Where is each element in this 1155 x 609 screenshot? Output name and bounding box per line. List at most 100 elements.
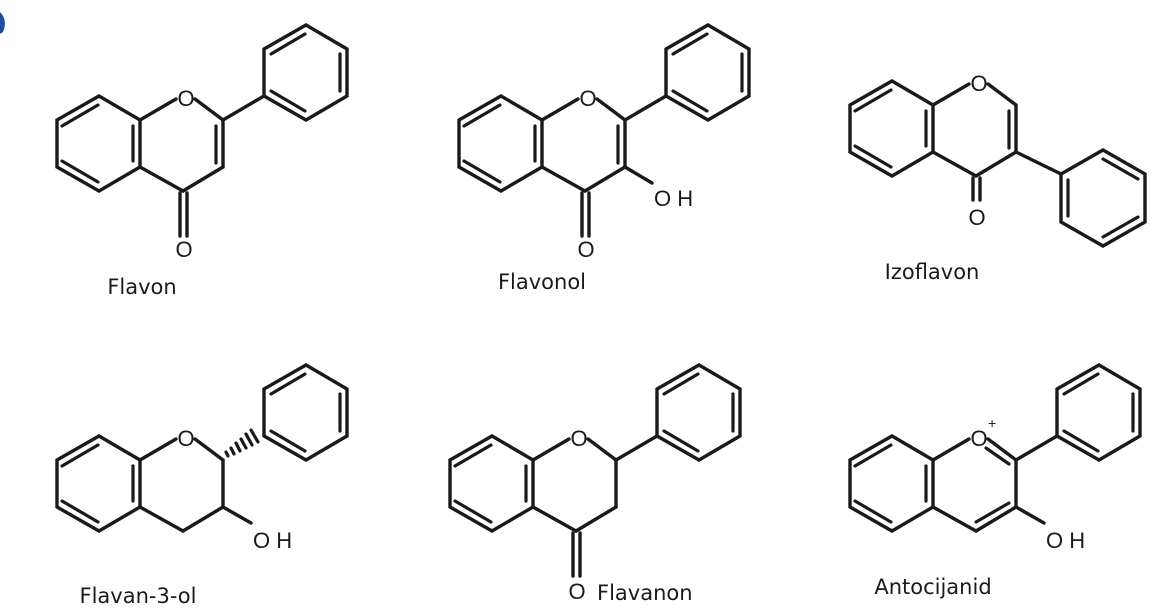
flavon-phenyl-ring [262, 23, 349, 122]
flavon-phenyl-double [269, 89, 307, 113]
structure-flavon: O O Flavon [55, 23, 349, 299]
structure-izoflavon: O O Izoflavon [848, 71, 1147, 284]
flavonol-bond [595, 97, 627, 122]
structure-flavan-3-ol: O O H Flavan-3-ol [55, 363, 349, 608]
izoflavon-bond [1014, 150, 1063, 176]
flavan3ol-bond [193, 437, 225, 462]
antocijanid-benzo-double-1 [853, 443, 893, 468]
antocijanid-benzo-ring [848, 434, 935, 533]
flavon-benzo-double-1 [60, 103, 100, 128]
antocijanid-phenyl-double [1062, 429, 1100, 453]
flavonol-hydroxyl-label: O H [654, 186, 693, 211]
structure-flavanon: O O Flavanon [448, 363, 742, 605]
flavanon-benzo-double-2 [453, 499, 493, 524]
flavanon-bond [574, 505, 618, 533]
flavonol-hydroxyl-bond [623, 165, 654, 185]
flavanon-bond [586, 437, 618, 462]
antocijanid-bond [986, 437, 1018, 462]
antocijanid-name: Antocijanid [874, 575, 991, 599]
flavan3ol-phenyl-double [269, 372, 307, 396]
izoflavon-benzo-double-2 [853, 144, 893, 169]
flavanon-phenyl-double [662, 429, 700, 453]
flavon-bond [221, 94, 266, 122]
flavonol-phenyl-double [671, 32, 709, 56]
flavanon-benzo-double-1 [453, 443, 493, 468]
antocijanid-bond-double [984, 446, 1011, 466]
izoflavon-oxygen-label: O [970, 71, 987, 96]
antocijanid-phenyl-double [1062, 372, 1100, 396]
flavonol-bond [540, 165, 587, 193]
flavanon-bond [531, 437, 571, 462]
antocijanid-phenyl-ring [1055, 363, 1142, 462]
flavon-oxygen-label: O [177, 86, 194, 111]
flavanon-benzo-ring [448, 434, 535, 533]
flavan3ol-hydroxyl-bond [221, 505, 253, 525]
flavon-carbonyl-oxygen-label: O [175, 237, 192, 262]
flavan3ol-oxygen-label: O [177, 426, 194, 451]
antocijanid-bond [974, 505, 1018, 533]
flavonol-bond [623, 94, 668, 122]
izoflavon-bond [931, 82, 971, 107]
izoflavon-phenyl-double [1101, 157, 1140, 181]
flavon-bond [138, 97, 178, 122]
antocijanid-bond [931, 437, 971, 462]
flavanon-phenyl-double [662, 372, 700, 396]
antocijanid-charge-label: + [988, 415, 996, 431]
flavonol-benzo-ring [457, 94, 544, 193]
izoflavon-carbonyl-oxygen-label: O [968, 205, 985, 230]
antocijanid-oxygen-label: O [970, 426, 987, 451]
flavon-bond [181, 165, 225, 193]
antocijanid-bond [931, 505, 978, 533]
flavanon-bond [531, 505, 578, 533]
flavonol-phenyl-double [671, 89, 709, 113]
izoflavon-benzo-ring [848, 79, 935, 178]
structure-antocijanid: O + O H Antocijanid [848, 363, 1142, 599]
flavon-phenyl-double [269, 32, 307, 56]
flavan3ol-name: Flavan-3-ol [80, 584, 197, 608]
structure-flavonol: O O O H Flavonol [457, 23, 751, 294]
flavan3ol-bond [138, 505, 185, 533]
izoflavon-phenyl-ring [1059, 148, 1147, 248]
flavonol-oxygen-label: O [579, 86, 596, 111]
izoflavon-name: Izoflavon [885, 260, 980, 284]
flavon-bond [138, 165, 185, 193]
antocijanid-bond [1014, 434, 1059, 462]
flavonol-name: Flavonol [498, 270, 586, 294]
flavanon-oxygen-label: O [570, 426, 587, 451]
flavan3ol-bond [138, 437, 178, 462]
flavonol-benzo-double-2 [462, 159, 502, 184]
flavanon-bond [614, 434, 659, 462]
izoflavon-bond [986, 82, 1018, 107]
izoflavon-benzo-double-1 [853, 88, 893, 113]
flavan3ol-benzo-ring [55, 434, 142, 533]
flavan3ol-benzo-double-2 [60, 499, 100, 524]
izoflavon-phenyl-double [1101, 215, 1140, 239]
flavon-benzo-ring [55, 94, 142, 193]
antocijanid-hydroxyl-label: O H [1046, 528, 1085, 553]
antocijanid-hydroxyl-bond [1014, 505, 1046, 525]
flavanon-phenyl-ring [655, 363, 742, 462]
flavon-name: Flavon [107, 275, 176, 299]
flavan3ol-phenyl-double [269, 429, 307, 453]
flavonol-benzo-double-1 [462, 103, 502, 128]
flavan3ol-phenyl-ring [262, 363, 349, 462]
flavonol-phenyl-ring [664, 23, 751, 122]
flavonol-carbonyl-oxygen-label: O [577, 237, 594, 262]
flavan3ol-hydroxyl-label: O H [253, 528, 292, 553]
flavonol-bond [583, 165, 627, 193]
flavon-benzo-double-2 [60, 159, 100, 184]
flavanon-carbonyl-oxygen-label: O [568, 579, 585, 604]
flavanon-name: Flavanon [597, 581, 693, 605]
panel-corner-mark [0, 12, 5, 34]
flavan3ol-bond [181, 505, 225, 533]
flavonol-bond [540, 97, 580, 122]
flavan3ol-hashed-wedge [224, 428, 260, 458]
flavon-bond [193, 97, 225, 122]
flavan3ol-benzo-double-1 [60, 443, 100, 468]
izoflavon-bond [931, 150, 978, 178]
antocijanid-bond-double [974, 501, 1011, 524]
antocijanid-benzo-double-2 [853, 499, 893, 524]
izoflavon-bond [974, 150, 1018, 178]
